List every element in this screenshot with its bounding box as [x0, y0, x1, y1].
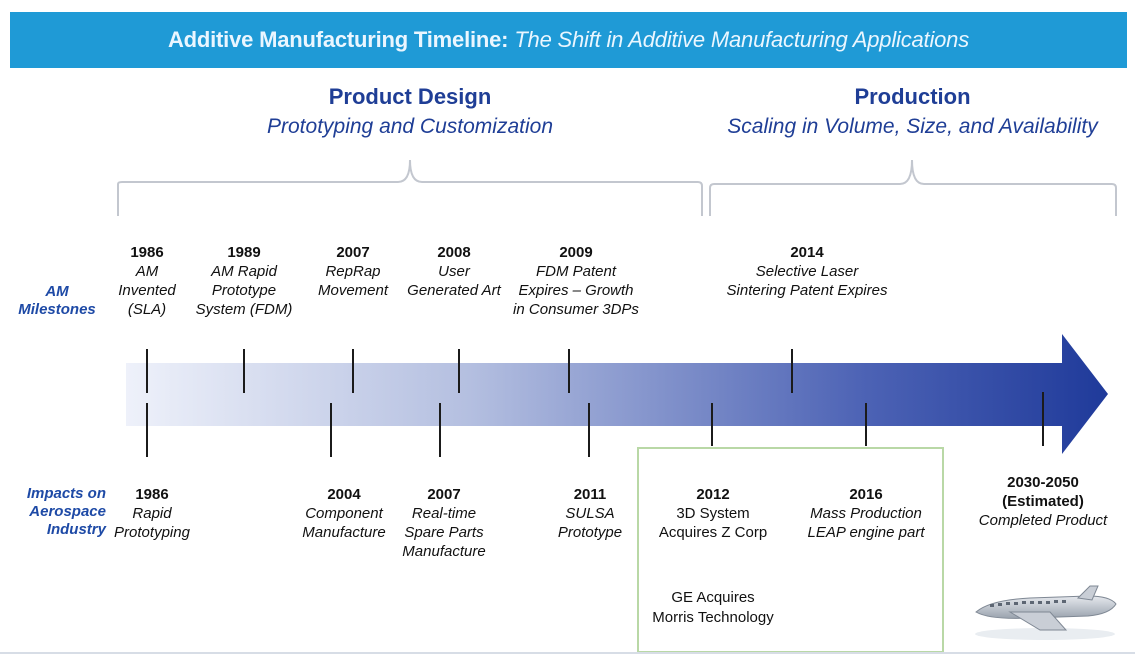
impact-1986: 1986 Rapid Prototyping — [104, 485, 200, 542]
milestone-2007: 2007 RepRap Movement — [303, 243, 403, 300]
milestone-2008: 2008 User Generated Art — [398, 243, 510, 300]
impact-text: Prototyping — [114, 524, 190, 541]
milestone-text: FDM Patent — [535, 263, 617, 280]
impact-text: 3D System — [676, 505, 750, 522]
impact-year: 2011 — [573, 486, 607, 503]
ge-note-line: GE Acquires — [671, 589, 755, 606]
impact-text: Real-time — [411, 505, 477, 522]
impact-text: SULSA — [565, 505, 615, 522]
impact-year: 2012 — [696, 486, 730, 503]
impact-2011: 2011 SULSA Prototype — [550, 485, 630, 542]
impact-2030-2050: 2030-2050 (Estimated) Completed Product — [968, 473, 1118, 530]
milestone-text: User — [438, 263, 470, 280]
banner-title-italic: The Shift in Additive Manufacturing Appl… — [514, 27, 970, 52]
milestone-year: 2014 — [790, 244, 824, 261]
milestone-year: 2008 — [437, 244, 471, 261]
impact-text: Mass Production — [810, 505, 922, 522]
phase-production: Production Scaling in Volume, Size, and … — [700, 84, 1125, 139]
impact-text: Rapid — [132, 505, 172, 522]
milestone-text: AM — [135, 263, 159, 280]
milestone-text: Expires – Growth — [518, 282, 634, 299]
impact-year: 2030-2050 — [1007, 474, 1079, 491]
title-banner: Additive Manufacturing Timeline: The Shi… — [10, 12, 1127, 68]
phase-subtitle: Prototyping and Customization — [267, 115, 553, 138]
bracket-product-design — [117, 159, 703, 216]
impact-text: Prototype — [557, 524, 623, 541]
milestone-2014: 2014 Selective Laser Sintering Patent Ex… — [720, 243, 894, 300]
milestone-1986: 1986 AM Invented (SLA) — [102, 243, 192, 319]
bottom-divider — [0, 652, 1135, 654]
impact-ticks — [146, 392, 1044, 457]
milestone-text: in Consumer 3DPs — [513, 301, 639, 318]
impact-text: LEAP engine part — [807, 524, 925, 541]
milestone-text: Invented — [118, 282, 176, 299]
milestone-text: System (FDM) — [195, 301, 293, 318]
milestone-text: Selective Laser — [755, 263, 859, 280]
milestone-text: Movement — [317, 282, 389, 299]
impact-estimated-label: (Estimated) — [1002, 493, 1084, 510]
milestone-ticks — [146, 349, 793, 393]
row-label-am-milestones: AM Milestones — [12, 283, 102, 319]
milestone-year: 2009 — [559, 244, 593, 261]
banner-title-bold: Additive Manufacturing Timeline: — [167, 27, 509, 52]
milestone-text: (SLA) — [127, 301, 167, 318]
timeline-arrow — [126, 334, 1108, 454]
impact-2012: 2012 3D System Acquires Z Corp — [648, 485, 778, 542]
ge-acquisition-note: GE Acquires Morris Technology — [648, 588, 778, 628]
impact-2016: 2016 Mass Production LEAP engine part — [796, 485, 936, 542]
aircraft-icon — [975, 585, 1117, 640]
impact-text: Acquires Z Corp — [658, 524, 768, 541]
milestone-2009: 2009 FDM Patent Expires – Growth in Cons… — [505, 243, 647, 319]
impact-year: 2004 — [327, 486, 361, 503]
impact-2007: 2007 Real-time Spare Parts Manufacture — [396, 485, 492, 561]
impact-text: Completed Product — [978, 512, 1108, 529]
row-label-line: AM — [45, 283, 69, 300]
milestone-year: 1986 — [130, 244, 164, 261]
milestone-text: RepRap — [325, 263, 381, 280]
impact-2004: 2004 Component Manufacture — [296, 485, 392, 542]
impact-text: Spare Parts — [404, 524, 484, 541]
milestone-1989: 1989 AM Rapid Prototype System (FDM) — [188, 243, 300, 319]
row-label-line: Industry — [46, 521, 106, 538]
milestone-text: Generated Art — [407, 282, 501, 299]
milestone-text: AM Rapid — [211, 263, 277, 280]
impact-text: Manufacture — [302, 524, 386, 541]
impact-year: 2007 — [427, 486, 461, 503]
milestone-year: 1989 — [227, 244, 261, 261]
milestone-year: 2007 — [336, 244, 370, 261]
impact-text: Component — [305, 505, 383, 522]
phase-title: Product Design — [328, 84, 492, 109]
ge-note-line: Morris Technology — [652, 609, 774, 626]
row-label-impacts: Impacts on Aerospace Industry — [6, 485, 106, 539]
production-highlight-box — [637, 447, 944, 653]
milestone-text: Sintering Patent Expires — [726, 282, 888, 299]
row-label-line: Milestones — [18, 301, 96, 318]
impact-year: 1986 — [135, 486, 169, 503]
bracket-production — [709, 159, 1117, 216]
impact-year: 2016 — [849, 486, 883, 503]
phase-title: Production — [854, 84, 971, 109]
row-label-line: Impacts on — [26, 485, 106, 502]
row-label-line: Aerospace — [29, 503, 106, 520]
impact-text: Manufacture — [402, 543, 486, 560]
phase-product-design: Product Design Prototyping and Customiza… — [200, 84, 620, 139]
milestone-text: Prototype — [211, 282, 277, 299]
phase-subtitle: Scaling in Volume, Size, and Availabilit… — [727, 115, 1098, 138]
